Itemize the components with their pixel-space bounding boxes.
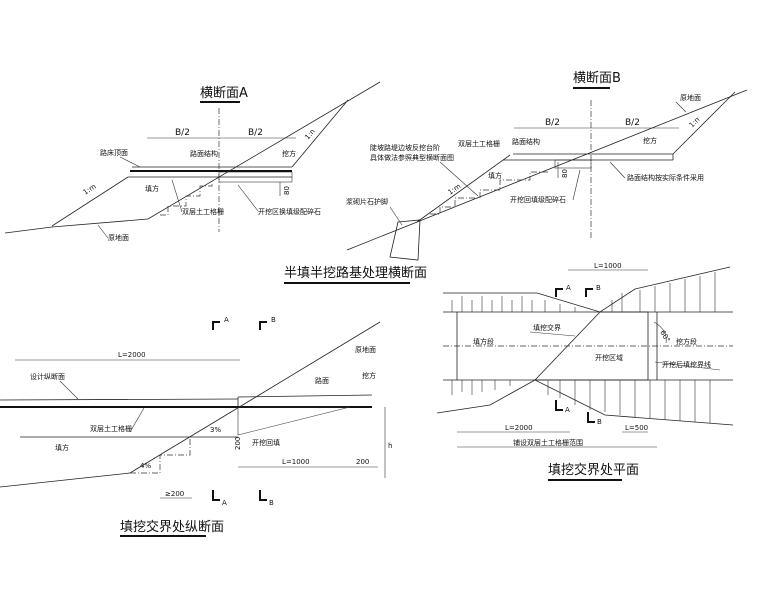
section-b: 横断面B B/2 B/2 80 原地面 双层土工格栅 路面结构 挖方 填方 路面…: [346, 71, 748, 261]
cross-section-title: 半填半挖路基处理横断面: [284, 265, 427, 281]
mark-label: B: [271, 316, 276, 324]
label: 挖方段: [676, 337, 697, 346]
section-mark-b: [259, 490, 267, 501]
label: 挖方: [643, 136, 657, 145]
label: 4%: [140, 462, 151, 470]
toe-wall: [389, 219, 421, 261]
section-mark-b: [587, 412, 595, 423]
section-a: 横断面A B/2 B/2 80 路床顶面 路面结构 挖方 填方 1:m 1:n …: [4, 81, 381, 242]
label: 填方: [145, 184, 159, 193]
longitudinal-section: L=2000 L=1000 200 h 200 ≥200 设计纵断面 双层土工格…: [0, 316, 392, 537]
label: 开挖后填挖界线: [662, 360, 711, 369]
label: 填方: [488, 171, 502, 180]
dim-label: B/2: [175, 128, 190, 138]
label: 3%: [210, 426, 221, 434]
dim-label: 200: [356, 458, 369, 466]
angle-arc: [653, 321, 667, 344]
section-mark-a: [555, 400, 563, 411]
bottom-slope-line: [436, 379, 734, 426]
label: 1:m: [82, 182, 98, 196]
label: 原地面: [680, 93, 701, 102]
section-mark-a: [212, 490, 220, 501]
mark-label: B: [269, 499, 274, 507]
excavation-hatch: [237, 406, 351, 436]
label: 浆砌片石护脚: [346, 197, 388, 206]
ground-line: [0, 472, 131, 488]
dim-label: B/2: [545, 118, 560, 128]
top-slope-line: [443, 266, 731, 313]
benches: [160, 180, 213, 216]
label: 填方段: [473, 337, 494, 346]
label: 路面: [315, 376, 329, 385]
dim-label: L=1000: [282, 458, 310, 466]
label: 路面结构按实际条件采用: [627, 173, 704, 182]
dim-label: L=2000: [505, 424, 533, 432]
label: 双层土工格栅: [458, 139, 500, 148]
section-a-title: 横断面A: [200, 86, 248, 101]
slope-hatch-marks: [451, 272, 716, 312]
label: 开挖回填: [252, 438, 280, 447]
benches: [130, 437, 191, 474]
dim-label: B/2: [625, 118, 640, 128]
slope-line: [129, 321, 381, 474]
section-mark-b: [585, 288, 593, 297]
section-b-title: 横断面B: [573, 71, 621, 86]
mark-label: A: [224, 316, 229, 324]
dim-label: ≥200: [165, 490, 184, 498]
label: 开挖区域: [595, 353, 623, 362]
section-mark-b: [259, 321, 267, 330]
label: 填挖交界: [533, 323, 561, 332]
ground-line: [346, 89, 748, 251]
label: 路床顶面: [100, 148, 128, 157]
mark-label: B: [596, 284, 601, 292]
longitudinal-title: 填挖交界处纵断面: [120, 519, 224, 535]
label: 具体做法参照典型横断面图: [370, 153, 454, 162]
mark-label: A: [565, 406, 570, 414]
label: 路面结构: [512, 137, 540, 146]
label: 双层土工格栅: [90, 424, 132, 433]
section-mark-a: [212, 321, 220, 330]
plan-title: 填挖交界处平面: [548, 462, 639, 478]
label: 设计纵断面: [30, 372, 65, 381]
dim-label: L=2000: [118, 351, 146, 359]
section-mark-a: [555, 288, 563, 297]
dim-label: 200: [234, 437, 242, 450]
label: 双层土工格栅: [182, 207, 224, 216]
label: 挖方: [282, 149, 296, 158]
label: 60°: [658, 329, 671, 344]
dim-label: 铺设双层土工格栅范围: [513, 438, 583, 447]
label: 原地面: [108, 233, 129, 242]
dim-label: h: [388, 442, 392, 450]
cut-slope: [672, 91, 736, 155]
dim-label: L=1000: [594, 262, 622, 270]
label: 填方: [55, 443, 69, 452]
dim-label: B/2: [248, 128, 263, 138]
label: 陡坡路堤边坡反挖台阶: [370, 143, 440, 152]
mark-label: B: [597, 418, 602, 426]
label: 原地面: [355, 345, 376, 354]
ground-line: [4, 81, 381, 234]
dim-label: L=500: [625, 424, 648, 432]
mark-label: A: [222, 499, 227, 507]
depth-label: 80: [561, 169, 569, 178]
benches: [430, 171, 550, 215]
slope-hatch-marks: [451, 380, 711, 423]
label: 挖方: [362, 371, 376, 380]
label: 1:m: [447, 182, 463, 196]
fill-slope: [51, 176, 129, 227]
depth-label: 80: [283, 186, 291, 195]
mark-label: A: [566, 284, 571, 292]
cut-slope: [291, 99, 349, 168]
label: 开挖回填级配碎石: [510, 195, 566, 204]
excavation-hatch: [554, 159, 592, 169]
label: 路面结构: [190, 149, 218, 158]
label: 开挖区换填级配碎石: [258, 207, 321, 216]
fill-slope: [416, 154, 511, 223]
plan-view: L=1000 填方段 填挖交界 开挖区域 挖方段 开挖后填挖界线 60° L=2…: [436, 262, 734, 481]
